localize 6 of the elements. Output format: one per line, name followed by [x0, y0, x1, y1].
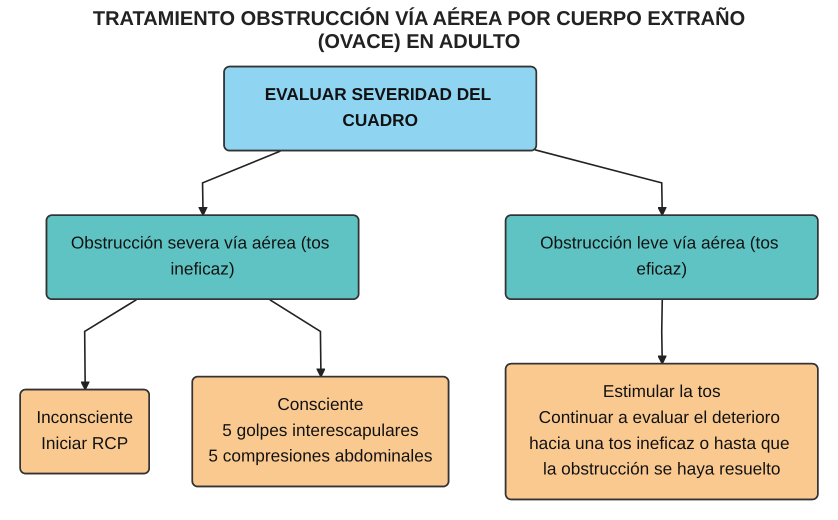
arrow	[80, 299, 137, 391]
arrow	[269, 299, 326, 378]
diagram-title: TRATAMIENTO OBSTRUCCIÓN VÍA AÉREA POR CUERPO EXTRAÑO (OVACE) EN ADULTO	[92, 8, 746, 54]
arrow	[534, 149, 667, 216]
arrow	[657, 300, 667, 365]
arrow	[198, 150, 281, 216]
